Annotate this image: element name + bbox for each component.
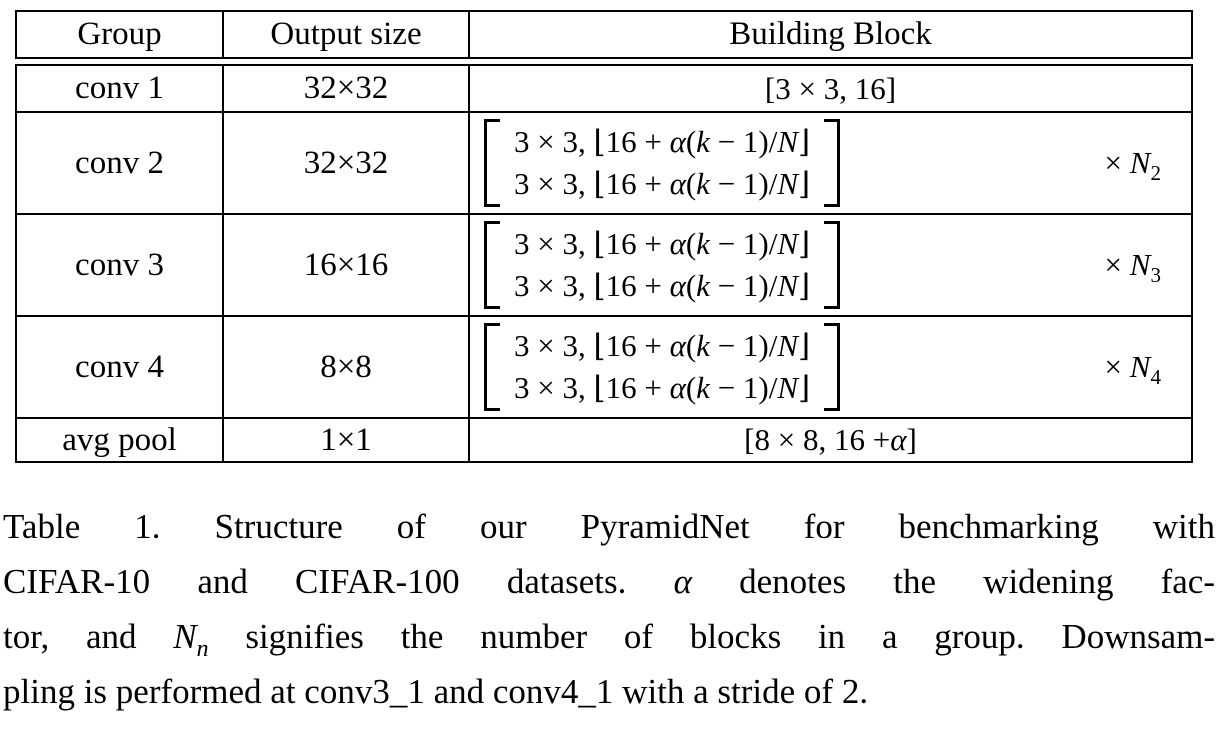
- block-multiplier: × N2: [1104, 145, 1161, 186]
- group-cell: conv 2: [17, 113, 224, 213]
- block-multiplier: × N3: [1104, 247, 1161, 288]
- matrix-lines: 3 × 3, ⌊16 + α(k − 1)/N⌋ 3 × 3, ⌊16 + α(…: [500, 221, 824, 309]
- matrix-lines: 3 × 3, ⌊16 + α(k − 1)/N⌋ 3 × 3, ⌊16 + α(…: [500, 119, 824, 207]
- caption-line: CIFAR-10 and CIFAR-100 datasets. α denot…: [3, 562, 1215, 601]
- matrix-lines: 3 × 3, ⌊16 + α(k − 1)/N⌋ 3 × 3, ⌊16 + α(…: [500, 323, 824, 411]
- left-bracket: [484, 119, 500, 207]
- table-row-conv3: conv 3 16×16 3 × 3, ⌊16 + α(k − 1)/N⌋ 3 …: [17, 215, 1191, 317]
- caption-line: pling is performed at conv3_1 and conv4_…: [3, 672, 869, 711]
- output-size-cell: 16×16: [224, 215, 470, 315]
- building-block-cell: [3 × 3, 16]: [764, 70, 897, 106]
- header-cell-output-size: Output size: [224, 12, 470, 57]
- matrix-line: 3 × 3, ⌊16 + α(k − 1)/N⌋: [514, 226, 811, 261]
- caption-line: Table 1. Structure of our PyramidNet for…: [3, 507, 1215, 546]
- table-header-row: Group Output size Building Block: [15, 10, 1193, 59]
- matrix-line: 3 × 3, ⌊16 + α(k − 1)/N⌋: [514, 328, 811, 363]
- caption-line: tor, and Nn signifies the number of bloc…: [3, 617, 1216, 662]
- matrix-line: 3 × 3, ⌊16 + α(k − 1)/N⌋: [514, 124, 811, 159]
- table-row-avgpool: avg pool 1×1 [8 × 8, 16 + α]: [17, 419, 1191, 461]
- output-size-cell: 32×32: [224, 113, 470, 213]
- matrix-line: 3 × 3, ⌊16 + α(k − 1)/N⌋: [514, 166, 811, 201]
- block-multiplier: × N4: [1104, 349, 1161, 390]
- building-block-cell: [8 × 8, 16 + α]: [744, 422, 917, 457]
- building-block-cell: 3 × 3, ⌊16 + α(k − 1)/N⌋ 3 × 3, ⌊16 + α(…: [470, 113, 1191, 213]
- group-cell: avg pool: [17, 419, 224, 461]
- table-row-conv4: conv 4 8×8 3 × 3, ⌊16 + α(k − 1)/N⌋ 3 × …: [17, 317, 1191, 419]
- matrix-line: 3 × 3, ⌊16 + α(k − 1)/N⌋: [514, 268, 811, 303]
- right-bracket: [824, 323, 841, 411]
- header-cell-group: Group: [17, 12, 224, 57]
- group-cell: conv 1: [17, 66, 224, 111]
- right-bracket: [824, 221, 841, 309]
- output-size-cell: 8×8: [224, 317, 470, 417]
- residual-block-matrix: 3 × 3, ⌊16 + α(k − 1)/N⌋ 3 × 3, ⌊16 + α(…: [484, 221, 841, 309]
- table-caption: Table 1. Structure of our PyramidNet for…: [3, 499, 1215, 719]
- output-size-cell: 32×32: [224, 66, 470, 111]
- building-block-cell: 3 × 3, ⌊16 + α(k − 1)/N⌋ 3 × 3, ⌊16 + α(…: [470, 215, 1191, 315]
- building-block-cell: 3 × 3, ⌊16 + α(k − 1)/N⌋ 3 × 3, ⌊16 + α(…: [470, 317, 1191, 417]
- right-bracket: [824, 119, 841, 207]
- output-size-cell: 1×1: [224, 419, 470, 461]
- group-cell: conv 4: [17, 317, 224, 417]
- residual-block-matrix: 3 × 3, ⌊16 + α(k − 1)/N⌋ 3 × 3, ⌊16 + α(…: [484, 119, 841, 207]
- table-row-conv1: conv 1 32×32 [3 × 3, 16]: [17, 66, 1191, 113]
- group-cell: conv 3: [17, 215, 224, 315]
- residual-block-matrix: 3 × 3, ⌊16 + α(k − 1)/N⌋ 3 × 3, ⌊16 + α(…: [484, 323, 841, 411]
- left-bracket: [484, 323, 500, 411]
- table-body: conv 1 32×32 [3 × 3, 16] conv 2 32×32 3 …: [15, 64, 1193, 463]
- table-row-conv2: conv 2 32×32 3 × 3, ⌊16 + α(k − 1)/N⌋ 3 …: [17, 113, 1191, 215]
- pyramidnet-structure-table: Group Output size Building Block conv 1 …: [15, 10, 1193, 463]
- left-bracket: [484, 221, 500, 309]
- header-cell-building-block: Building Block: [729, 16, 932, 52]
- matrix-line: 3 × 3, ⌊16 + α(k − 1)/N⌋: [514, 370, 811, 405]
